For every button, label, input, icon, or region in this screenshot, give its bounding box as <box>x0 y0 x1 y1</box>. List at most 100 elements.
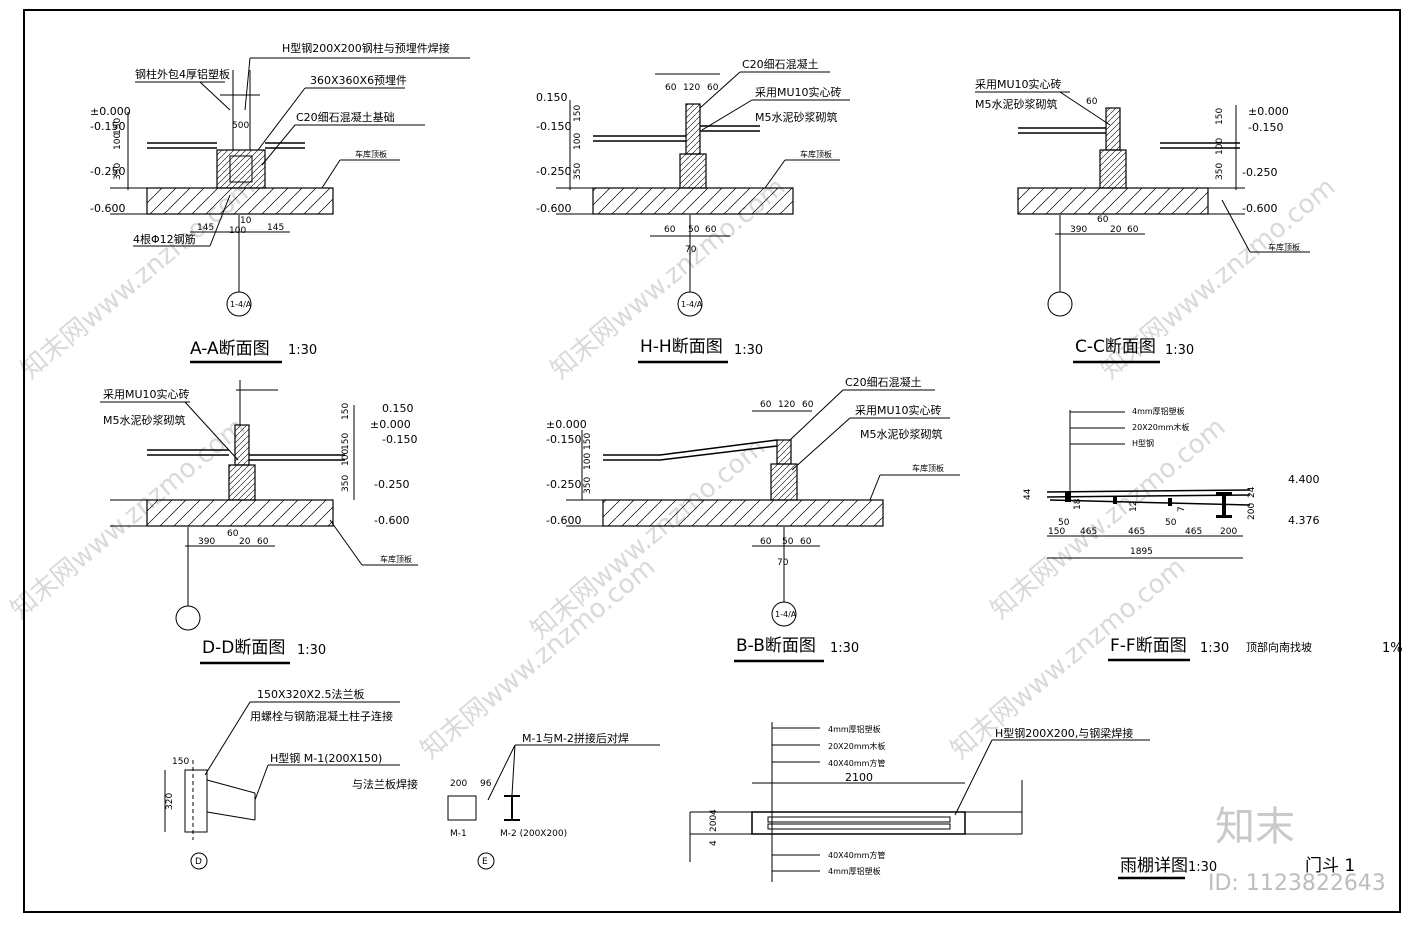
slab <box>602 499 884 527</box>
level-label: 0.150 <box>536 91 568 104</box>
slab <box>146 187 334 215</box>
axis-bubble <box>1047 291 1073 317</box>
dim-label: 12 <box>1129 501 1139 512</box>
watermark-layer: 知末网www.znzmo.com 知末网www.znzmo.com 知末网www… <box>5 172 1341 765</box>
section-title: H-H断面图 <box>640 337 723 357</box>
dim-label: 60 <box>257 537 269 547</box>
axis-bubble <box>175 605 201 631</box>
level-label: -0.250 <box>536 165 571 178</box>
detail-bubble <box>190 852 208 870</box>
watermark-text: 知末网www.znzmo.com <box>525 432 771 645</box>
axis-bubble <box>677 291 703 317</box>
brand-watermark: 知末 <box>1215 804 1295 850</box>
section-title: F-F断面图 <box>1110 636 1187 656</box>
note-text: M5水泥砂浆砌筑 <box>975 97 1058 111</box>
level-label: 0.150 <box>382 402 414 415</box>
steel-purlin <box>1065 492 1071 502</box>
dim-label: 96 <box>480 779 492 789</box>
section-hh: 60 120 60 150 100 350 0.150 -0.150 -0.25… <box>536 57 850 364</box>
dim-label: 7 <box>1177 506 1187 512</box>
note-text: H型钢200X200,与钢梁焊接 <box>995 726 1133 740</box>
note-text: M5水泥砂浆砌筑 <box>755 110 838 124</box>
dim-label: 100 <box>583 453 593 470</box>
level-label: 4.376 <box>1288 514 1320 527</box>
dim-label: 60 <box>665 83 677 93</box>
dim-label: 500 <box>232 121 249 131</box>
dim-label: 120 <box>683 83 700 93</box>
dim-label: 150 <box>1048 527 1065 537</box>
steel-column <box>229 155 253 183</box>
section-aa: 150 100 350 500 ±0.000 -0.150 -0.250 -0.… <box>90 41 470 364</box>
dim-label: 60 <box>1097 215 1109 225</box>
member-label: M-2 (200X200) <box>500 829 567 839</box>
note-text: H型钢200X200钢柱与预埋件焊接 <box>282 41 450 55</box>
note-text: M-1与M-2拼接后对焊 <box>522 731 629 745</box>
dim-label: 60 <box>664 225 676 235</box>
image-id-watermark: ID: 1123822643 <box>1208 871 1386 896</box>
level-label: -0.600 <box>536 202 571 215</box>
dim-label: 20 <box>1110 225 1122 235</box>
layer-label: 40X40mm方管 <box>828 758 885 768</box>
dim-label: 150 <box>172 757 189 767</box>
note-text: C20细石混凝土 <box>845 375 922 389</box>
dim-label: 60 <box>1127 225 1139 235</box>
dim-label: 350 <box>1215 163 1225 180</box>
section-scale: 1:30 <box>1165 343 1194 358</box>
steel-purlin <box>1168 498 1172 506</box>
dim-label: 100 <box>341 449 351 466</box>
dim-label: 350 <box>113 163 123 180</box>
dim-label: 18 <box>1073 498 1083 510</box>
dim-label: 60 <box>705 225 717 235</box>
section-title: C-C断面图 <box>1075 337 1156 357</box>
detail-e: 200 96 M-1与M-2拼接后对焊 M-1 M-2 (200X200) E <box>447 731 660 870</box>
section-title: D-D断面图 <box>202 638 285 658</box>
dim-label: 390 <box>1070 225 1087 235</box>
member-label: M-1 <box>450 829 467 839</box>
flange-plate <box>184 769 208 833</box>
note-text: 采用MU10实心砖 <box>755 85 842 99</box>
level-label: -0.150 <box>382 433 417 446</box>
dim-label: 145 <box>197 223 214 233</box>
brick-footing <box>228 464 256 501</box>
dim-label: 150 <box>341 403 351 420</box>
dim-label: 4 <box>709 809 719 815</box>
section-bb: 60 120 60 150 100 350 ±0.000 -0.150 -0.2… <box>546 375 960 663</box>
section-dd: 150 150 100 350 0.150 ±0.000 -0.150 -0.2… <box>100 380 418 665</box>
level-label: -0.150 <box>536 120 571 133</box>
slab <box>592 187 794 215</box>
level-label: ±0.000 <box>1248 105 1289 118</box>
note-text: 4根Φ12钢筋 <box>133 232 196 246</box>
dim-label: 390 <box>198 537 215 547</box>
dim-label: 4 <box>709 840 719 846</box>
note-text: 用螺栓与钢筋混凝土柱子连接 <box>250 709 393 723</box>
level-label: -0.600 <box>1242 202 1277 215</box>
canopy-detail: 4mm厚铝塑板 20X20mm木板 40X40mm方管 2100 4 200 4… <box>689 722 1355 882</box>
dim-label: 350 <box>341 475 351 492</box>
section-ff: 4mm厚铝塑板 20X20mm木板 H型钢 44 18 24 200 12 7 … <box>1023 406 1403 662</box>
note-text: C20细石混凝土 <box>742 57 819 71</box>
section-title: A-A断面图 <box>190 339 270 359</box>
layer-label: 4mm厚铝塑板 <box>828 866 881 876</box>
dim-label: 50 <box>688 225 700 235</box>
slab <box>146 499 334 527</box>
level-label: -0.250 <box>374 478 409 491</box>
note-text: 车库顶板 <box>1268 242 1300 252</box>
level-label: -0.600 <box>546 514 581 527</box>
note-text: 车库顶板 <box>912 463 944 473</box>
dim-label: 70 <box>685 245 697 255</box>
section-scale: 1:30 <box>734 343 763 358</box>
layer-label: 20X20mm木板 <box>828 741 885 751</box>
brick-footing <box>1099 149 1127 189</box>
dim-label: 44 <box>1023 488 1033 500</box>
dim-label: 150 <box>583 433 593 450</box>
dim-label: 200 <box>709 815 719 832</box>
dim-label: 60 <box>760 400 772 410</box>
level-label: -0.250 <box>546 478 581 491</box>
dim-label: 120 <box>778 400 795 410</box>
level-label: -0.150 <box>90 120 125 133</box>
dim-label: 1895 <box>1130 547 1153 557</box>
note-text: 与法兰板焊接 <box>352 777 418 791</box>
dim-label: 10 <box>240 216 252 226</box>
dim-label: 24 <box>1247 486 1257 498</box>
